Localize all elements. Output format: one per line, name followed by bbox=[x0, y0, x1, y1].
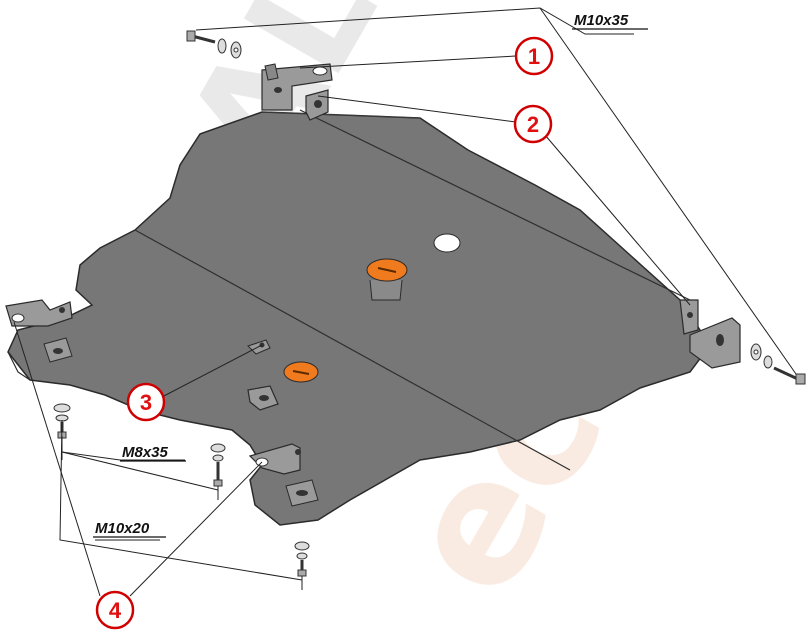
plate-front-lip bbox=[7, 351, 31, 381]
plate-hole bbox=[433, 233, 461, 253]
leader-callout-4b bbox=[129, 461, 263, 597]
centre-mount-bracket bbox=[247, 339, 279, 411]
skid-plate bbox=[7, 109, 706, 526]
callout-1: 1 bbox=[514, 36, 554, 76]
fastener-label-bottom: M10x20 bbox=[95, 520, 150, 537]
logo-badge-upper bbox=[366, 258, 408, 301]
plate-bend-line-upper bbox=[261, 111, 421, 119]
side-mount-bracket-top bbox=[305, 89, 329, 121]
plate-body bbox=[7, 111, 706, 526]
bolt-set-right bbox=[750, 343, 806, 385]
leader-callout-4a bbox=[13, 321, 101, 597]
leader-right-bolt bbox=[539, 7, 797, 375]
bolt-set-top bbox=[186, 30, 242, 59]
front-mount-bracket-left bbox=[5, 299, 73, 363]
callout-2: 2 bbox=[513, 104, 553, 144]
callout-number: 4 bbox=[109, 598, 122, 623]
callout-number: 3 bbox=[140, 390, 152, 415]
leader-callout-3 bbox=[159, 344, 263, 399]
leader-callout-1 bbox=[299, 55, 517, 69]
bolt-set-middle bbox=[210, 443, 226, 487]
logo-badge-lower bbox=[283, 361, 319, 383]
callout-3: 3 bbox=[126, 382, 166, 422]
fastener-label-top: M10x35 bbox=[574, 12, 629, 29]
leader-m10x20-a bbox=[59, 419, 303, 581]
callout-4: 4 bbox=[95, 590, 135, 630]
leader-callout-2a bbox=[317, 95, 517, 123]
leader-top-bolt bbox=[195, 7, 634, 35]
top-mount-bracket bbox=[261, 63, 333, 111]
bolt-set-bottom bbox=[294, 541, 310, 577]
side-mount-bracket-right bbox=[679, 299, 741, 369]
plate-bend-line-top bbox=[299, 109, 691, 301]
leader-lines bbox=[13, 7, 797, 597]
callout-number: 1 bbox=[528, 44, 540, 69]
leader-callout-2b bbox=[544, 134, 691, 306]
leader-m8-a bbox=[61, 451, 219, 491]
callout-number: 2 bbox=[527, 112, 539, 137]
front-mount-bracket-right bbox=[248, 443, 319, 507]
fastener-label-middle: M8x35 bbox=[122, 444, 169, 461]
plate-bend-line-middle bbox=[134, 229, 571, 471]
